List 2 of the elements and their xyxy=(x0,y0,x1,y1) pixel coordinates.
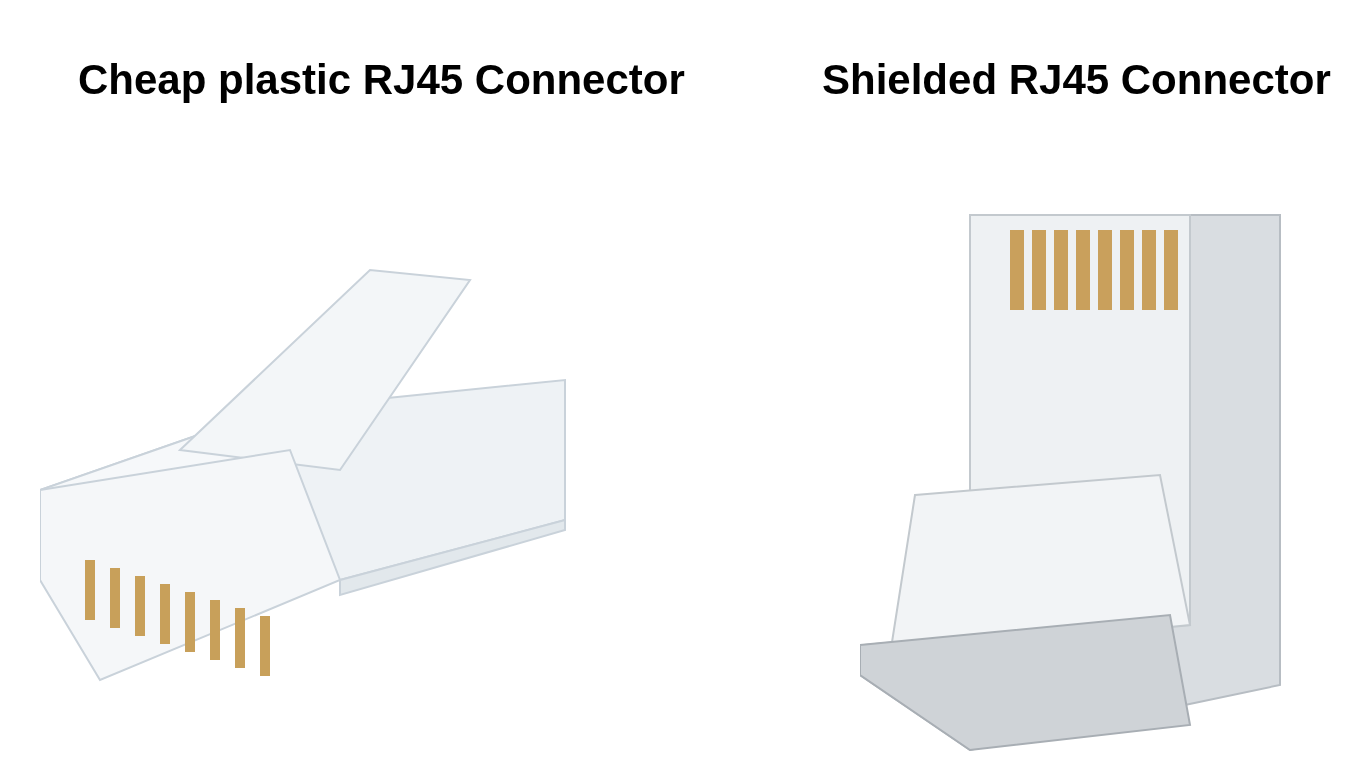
heading: Shielded RJ45 Connector xyxy=(822,56,1331,104)
heading: Cheap plastic RJ45 Connector xyxy=(78,56,685,104)
